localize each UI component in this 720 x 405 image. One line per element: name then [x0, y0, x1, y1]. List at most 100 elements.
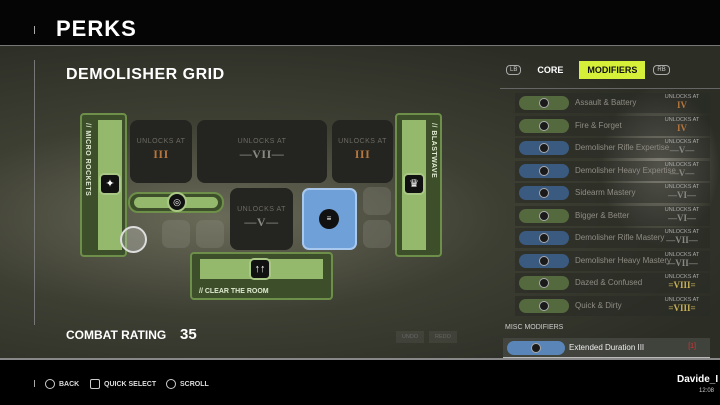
quick-select-hint[interactable]: QUICK SELECT	[90, 379, 156, 389]
misc-modifiers-label: MISC MODIFIERS	[505, 324, 564, 331]
unlock-rank: —VI—	[667, 212, 696, 223]
modifier-icon	[539, 165, 549, 176]
empty-slot[interactable]	[363, 187, 391, 215]
clock: 12:08	[699, 388, 715, 394]
unlock-info: UNLOCKS AT=VIII=	[658, 274, 706, 290]
modifier-icon	[539, 120, 549, 131]
unlock-rank: III	[354, 147, 371, 161]
modifier-icon	[539, 300, 549, 311]
redo-button[interactable]: REDO	[429, 331, 457, 343]
blastwave-icon: ♛	[403, 173, 425, 195]
gamertag: Davide_I	[677, 374, 719, 385]
clear-room-icon: ↑↑	[249, 258, 271, 280]
modifier-row[interactable]: Dazed & Confused UNLOCKS AT=VIII=	[515, 273, 710, 293]
modifier-icon	[539, 255, 549, 266]
modifier-pill	[519, 231, 569, 245]
lb-button-icon[interactable]: LB	[506, 65, 522, 75]
modifier-row[interactable]: Sidearm Mastery UNLOCKS AT—VI—	[515, 183, 710, 203]
modifier-name: Demolisher Heavy Expertise	[575, 165, 676, 175]
unlock-rank: =VIII=	[668, 302, 696, 313]
divider	[34, 380, 35, 387]
back-label: BACK	[59, 380, 80, 388]
tab-modifiers[interactable]: MODIFIERS	[579, 61, 646, 79]
modifier-pill	[519, 298, 569, 313]
unlock-label: UNLOCKS AT	[136, 138, 186, 145]
unlock-rank: —V—	[669, 167, 695, 178]
rb-button-icon[interactable]: RB	[653, 65, 670, 75]
modifier-name: Sidearm Mastery	[575, 188, 636, 197]
unlock-info: UNLOCKS AT=VIII=	[658, 297, 706, 313]
combat-rating-label: COMBAT RATING	[66, 328, 167, 342]
unlock-info: UNLOCKS AT—VI—	[658, 207, 706, 223]
modifier-icon	[539, 233, 549, 243]
modifier-pill	[519, 141, 569, 155]
modifier-slot-equipped[interactable]: ◎	[128, 192, 224, 213]
unlock-label: UNLOCKS AT	[664, 116, 700, 123]
modifier-row[interactable]: Quick & Dirty UNLOCKS AT=VIII=	[515, 295, 710, 316]
top-bar	[0, 0, 720, 45]
modifier-name: Extended Duration III	[569, 343, 645, 352]
modifier-name: Demolisher Rifle Expertise	[575, 143, 670, 152]
unlock-info: UNLOCKS AT—V—	[658, 139, 706, 155]
selected-modifier-tile[interactable]: ≡	[302, 188, 357, 250]
count-badge: [1]	[688, 343, 696, 350]
combat-rating-value: 35	[180, 326, 197, 343]
misc-modifier-row[interactable]: Extended Duration III [1]	[503, 338, 710, 358]
divider	[34, 26, 35, 34]
modifier-pill	[519, 208, 569, 223]
modifier-icon	[539, 188, 549, 198]
page-title: PERKS	[56, 16, 137, 41]
modifier-row[interactable]: Bigger & Better UNLOCKS AT—VI—	[515, 205, 710, 226]
empty-slot[interactable]	[363, 220, 391, 248]
unlock-rank: —VII—	[666, 257, 698, 268]
unlock-label: UNLOCKS AT	[664, 206, 700, 213]
unlock-rank: —VII—	[239, 147, 285, 161]
empty-slot[interactable]	[196, 220, 224, 248]
bottom-bar	[0, 362, 720, 405]
unlock-rank: IV	[676, 122, 687, 133]
locked-slot[interactable]: UNLOCKS AT —V—	[230, 188, 293, 250]
divider	[500, 88, 720, 89]
modifier-name: Demolisher Heavy Mastery	[575, 255, 672, 265]
modifier-row[interactable]: Demolisher Heavy Expertise UNLOCKS AT—V—	[515, 160, 710, 181]
unlock-label: UNLOCKS AT	[664, 184, 700, 190]
unlock-label: UNLOCKS AT	[664, 94, 700, 100]
modifier-row[interactable]: Demolisher Rifle Mastery UNLOCKS AT—VII—	[515, 228, 710, 248]
perk-clear-the-room[interactable]: ↑↑ // CLEAR THE ROOM	[190, 252, 333, 300]
modifier-name: Assault & Battery	[575, 98, 637, 107]
unlock-rank: =VIII=	[668, 280, 696, 290]
perk-blastwave[interactable]: // BLASTWAVE ♛	[395, 113, 442, 257]
cursor-reticle-icon	[120, 226, 147, 253]
modifier-pill	[519, 186, 569, 200]
divider	[34, 60, 35, 325]
unlock-info: UNLOCKS AT—VII—	[658, 252, 706, 268]
dpad-icon	[90, 379, 100, 389]
undo-button[interactable]: UNDO	[396, 331, 424, 343]
back-hint[interactable]: BACK	[45, 379, 79, 389]
modifier-name: Fire & Forget	[575, 120, 622, 130]
quick-select-label: QUICK SELECT	[104, 380, 157, 388]
perk-micro-rockets[interactable]: // MICRO ROCKETS ✦	[80, 113, 127, 257]
modifier-icon	[539, 143, 549, 153]
scroll-hint[interactable]: SCROLL	[166, 379, 209, 389]
unlock-info: UNLOCKS AT—VI—	[658, 184, 706, 200]
unlock-rank: —V—	[244, 215, 279, 229]
unlock-rank: —VII—	[666, 235, 698, 245]
tab-core[interactable]: CORE	[537, 65, 564, 75]
empty-slot[interactable]	[162, 220, 190, 248]
modifier-name: Dazed & Confused	[575, 278, 643, 287]
modifier-row[interactable]: Demolisher Heavy Mastery UNLOCKS AT—VII—	[515, 250, 710, 271]
modifier-row[interactable]: Demolisher Rifle Expertise UNLOCKS AT—V—	[515, 138, 710, 158]
modifier-pill	[519, 276, 569, 290]
modifier-icon: ◎	[167, 192, 187, 212]
perk-label: // BLASTWAVE	[430, 123, 437, 179]
unlock-label: UNLOCKS AT	[237, 206, 286, 213]
modifier-icon	[539, 98, 549, 108]
unlock-info: UNLOCKS AT—V—	[658, 162, 706, 178]
locked-slot[interactable]: UNLOCKS AT—VII—	[197, 120, 327, 183]
